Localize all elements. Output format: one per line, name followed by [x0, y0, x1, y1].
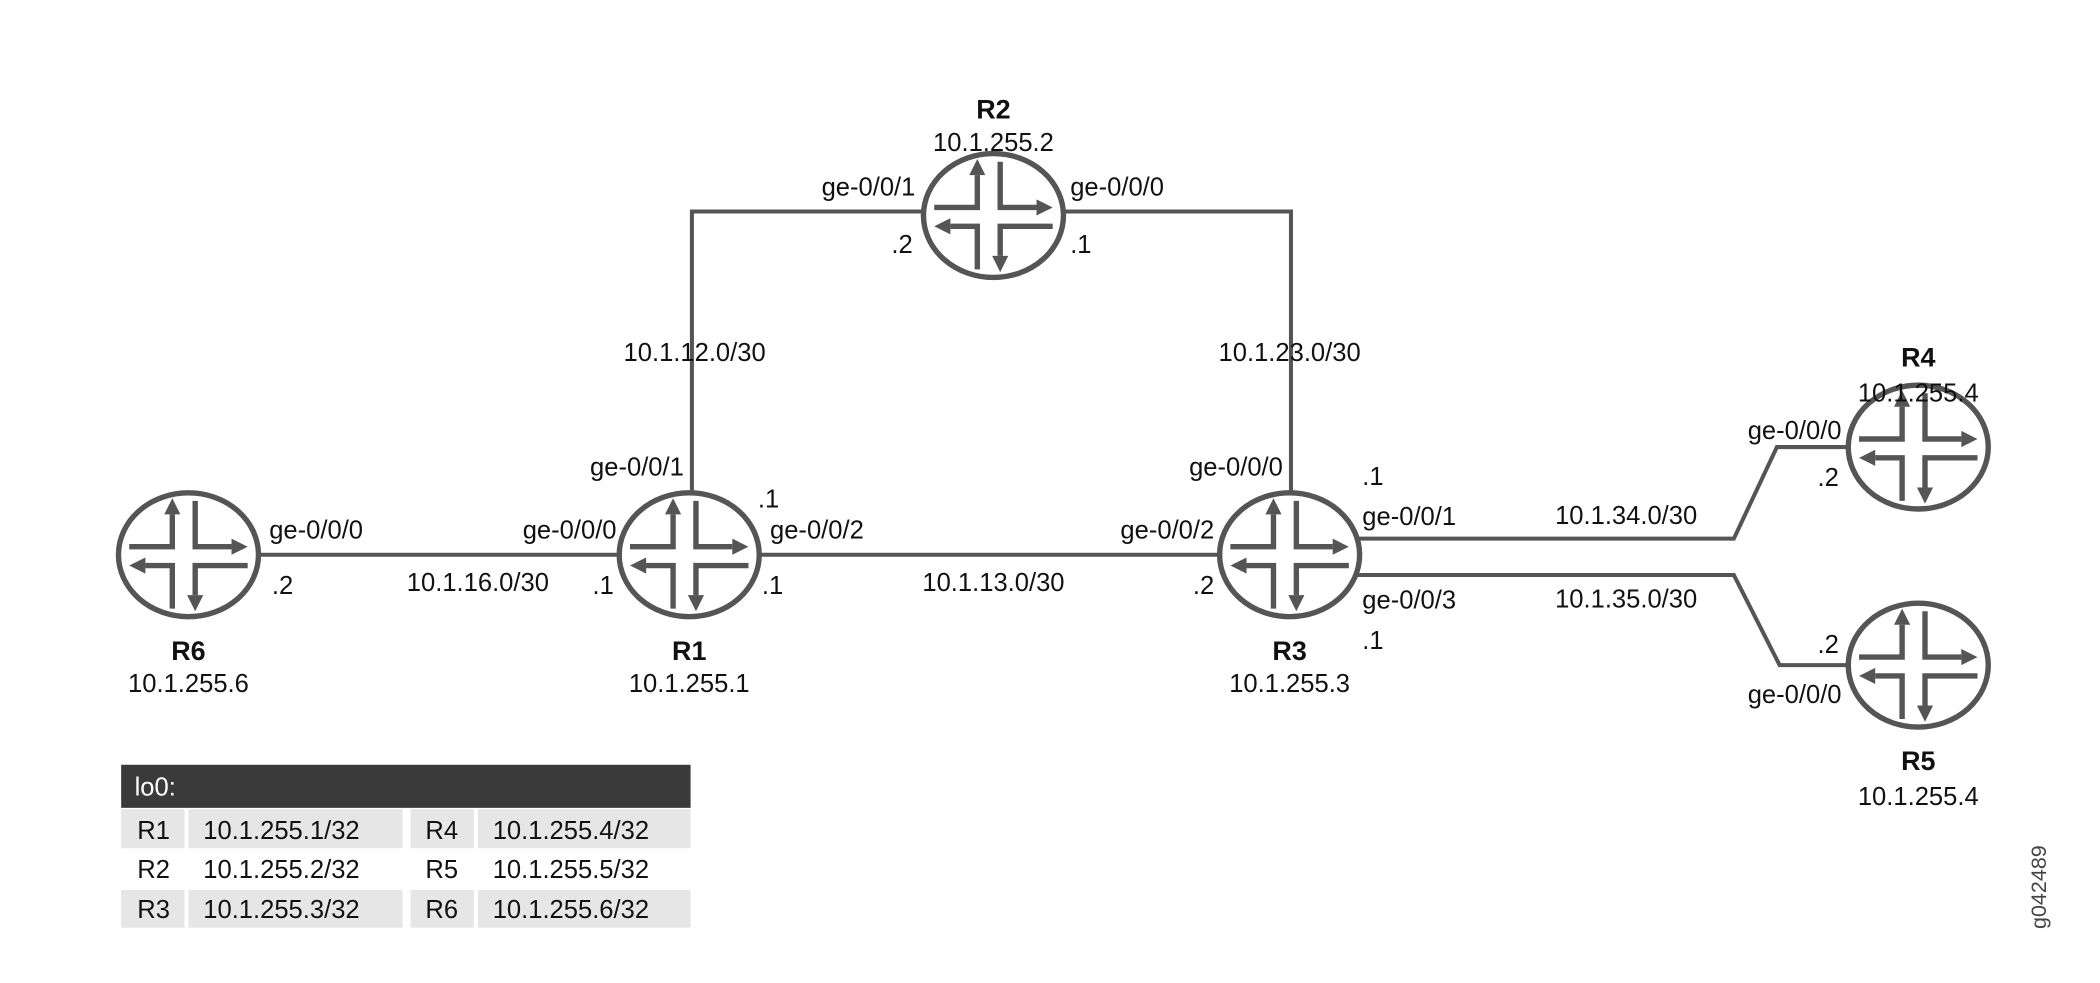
table-cell-ip: 10.1.255.4/32: [493, 817, 649, 845]
table-cell-ip: 10.1.255.1/32: [203, 817, 359, 845]
router-r6-icon[interactable]: [118, 493, 258, 617]
r2-host-label: .1: [1070, 231, 1091, 259]
table-cell-router: R5: [425, 856, 458, 884]
subnet-label: 10.1.13.0/30: [922, 569, 1064, 597]
link-r1-r2: [689, 209, 924, 493]
router-r3-icon[interactable]: [1220, 493, 1360, 617]
table-cell-router: R2: [137, 856, 170, 884]
table-cell-router: R1: [137, 817, 170, 845]
r6-host-label: .2: [272, 572, 293, 600]
table-cell-ip: 10.1.255.5/32: [493, 856, 649, 884]
r1-interface-label: ge-0/0/0: [523, 517, 617, 545]
router-r4-ip: 10.1.255.4: [1858, 379, 1979, 407]
r3-host-label: .1: [1362, 463, 1383, 491]
router-r5-ip: 10.1.255.4: [1858, 783, 1979, 811]
link-r2-r3: [1063, 209, 1293, 493]
table-cell-router: R3: [137, 896, 170, 924]
subnet-label: 10.1.35.0/30: [1555, 585, 1697, 613]
router-r3-ip: 10.1.255.3: [1229, 670, 1350, 698]
r1-host-label: .1: [762, 572, 783, 600]
subnet-label: 10.1.34.0/30: [1555, 502, 1697, 530]
router-r3-name: R3: [1272, 636, 1306, 666]
r1-interface-label: ge-0/0/1: [590, 453, 684, 481]
r3-interface-label: ge-0/0/0: [1189, 453, 1283, 481]
r3-interface-label: ge-0/0/1: [1362, 503, 1456, 531]
router-r1-ip: 10.1.255.1: [629, 670, 750, 698]
table-cell-ip: 10.1.255.3/32: [203, 896, 359, 924]
router-r2-name: R2: [976, 95, 1010, 125]
r4-host-label: .2: [1818, 464, 1839, 492]
lo0-table-title: lo0:: [135, 774, 176, 802]
r3-interface-label: ge-0/0/3: [1362, 587, 1456, 615]
r1-host-label: .1: [758, 486, 779, 514]
r3-interface-label: ge-0/0/2: [1120, 517, 1214, 545]
subnet-label: 10.1.12.0/30: [624, 339, 766, 367]
r5-interface-label: ge-0/0/0: [1748, 681, 1842, 709]
router-r5-icon[interactable]: [1848, 603, 1988, 727]
router-r5-name: R5: [1901, 746, 1935, 776]
table-cell-router: R6: [425, 896, 458, 924]
r5-host-label: .2: [1818, 631, 1839, 659]
r6-interface-label: ge-0/0/0: [269, 517, 363, 545]
r1-interface-label: ge-0/0/2: [770, 517, 864, 545]
r3-host-label: .1: [1362, 627, 1383, 655]
router-r2-icon[interactable]: [923, 154, 1063, 278]
lo0-table: lo0: R1 10.1.255.1/32 R4 10.1.255.4/32 R…: [121, 764, 691, 928]
r2-interface-label: ge-0/0/0: [1070, 173, 1164, 201]
subnet-label: 10.1.16.0/30: [407, 569, 549, 597]
r4-interface-label: ge-0/0/0: [1748, 417, 1842, 445]
figure-id: g042489: [2027, 845, 2051, 929]
r2-interface-label: ge-0/0/1: [822, 173, 916, 201]
subnet-label: 10.1.23.0/30: [1219, 339, 1361, 367]
r1-host-label: .1: [593, 572, 614, 600]
router-r6-ip: 10.1.255.6: [128, 670, 249, 698]
table-cell-router: R4: [425, 817, 458, 845]
link-r3-r4: [1356, 445, 1849, 541]
lo0-table-header: [121, 764, 691, 808]
r3-host-label: .2: [1193, 572, 1214, 600]
router-r6-name: R6: [171, 636, 205, 666]
table-cell-ip: 10.1.255.2/32: [203, 856, 359, 884]
link-r3-r5: [1356, 572, 1849, 668]
table-cell-ip: 10.1.255.6/32: [493, 896, 649, 924]
router-r1-icon[interactable]: [619, 493, 759, 617]
router-r1-name: R1: [672, 636, 706, 666]
r2-host-label: .2: [891, 231, 912, 259]
router-r4-name: R4: [1901, 342, 1935, 372]
router-r2-ip: 10.1.255.2: [933, 129, 1054, 157]
